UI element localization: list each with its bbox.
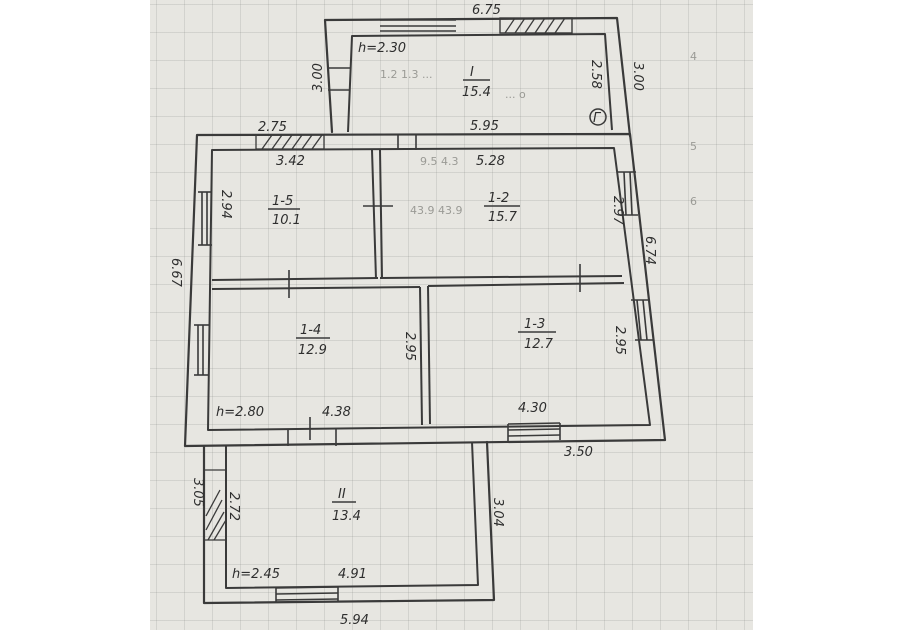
room-i-label: I 15.4 h=2.30 xyxy=(358,41,491,100)
room-1-2-area: 15.7 xyxy=(488,210,518,225)
room-ii-height: h=2.45 xyxy=(232,567,280,582)
dim-bottom-right: 3.50 xyxy=(564,445,593,460)
svg-text:9.5 4.3: 9.5 4.3 xyxy=(420,155,458,168)
window-left-lower xyxy=(194,324,209,376)
dim-room-1-5-height: 2.94 xyxy=(218,190,233,219)
room-1-3-area: 12.7 xyxy=(524,337,554,352)
dim-room-1-2-width: 5.28 xyxy=(476,154,505,169)
dim-annex-bottom-left: 2.75 xyxy=(258,120,287,135)
room-1-5-label: 1-5 10.1 xyxy=(268,194,301,228)
dim-porch-outer-bottom: 5.94 xyxy=(340,613,369,628)
window-bottom-left xyxy=(287,429,337,446)
dim-room-1-3-height: 2.95 xyxy=(612,326,627,355)
faint-background-notes: 1.2 1.3 ... ... о 9.5 4.3 43.9 43.9 4 5 … xyxy=(380,50,697,217)
room-1-4-label: 1-4 12.9 h=2.80 xyxy=(216,323,330,420)
room-1-3-id: 1-3 xyxy=(524,317,545,332)
room-1-2-label: 1-2 15.7 xyxy=(484,191,520,225)
main-house-walls xyxy=(183,132,667,448)
window-bottom-right xyxy=(507,422,561,441)
annex-room-i: Г xyxy=(323,16,632,138)
svg-text:5: 5 xyxy=(690,140,697,153)
dim-room-1-4-height: 2.95 xyxy=(402,332,417,361)
graph-paper-sheet xyxy=(150,0,753,630)
svg-text:... о: ... о xyxy=(505,88,526,101)
room-1-3-label: 1-3 12.7 xyxy=(518,317,556,352)
room-ii-id: II xyxy=(338,487,346,502)
window-right-upper xyxy=(618,171,638,216)
svg-text:6: 6 xyxy=(690,195,697,208)
room-1-2-id: 1-2 xyxy=(488,191,509,206)
dim-left-outer: 6.67 xyxy=(168,258,183,288)
dim-top-outer: 6.75 xyxy=(472,3,501,18)
dim-annex-bottom-right: 5.95 xyxy=(470,119,499,134)
window-left-upper xyxy=(198,191,212,246)
dim-porch-right: 3.04 xyxy=(490,498,505,527)
room-1-4-height: h=2.80 xyxy=(216,405,264,420)
dim-right-outer: 6.74 xyxy=(642,236,657,265)
window-annex-left xyxy=(328,67,350,91)
room-ii-area: 13.4 xyxy=(332,509,361,524)
porch-room-ii xyxy=(202,440,496,605)
dim-annex-left: 3.00 xyxy=(311,63,326,92)
room-1-4-area: 12.9 xyxy=(298,343,327,358)
room-i-height: h=2.30 xyxy=(358,41,406,56)
dimension-labels: 6.75 3.00 2.58 3.00 2.75 5.95 3.42 5.28 … xyxy=(168,3,657,628)
dim-annex-right-inner: 2.58 xyxy=(588,60,603,89)
window-annex-top-left xyxy=(380,19,456,32)
room-ii-label: II 13.4 h=2.45 xyxy=(232,487,361,582)
dim-room-1-2-height: 2.97 xyxy=(610,196,625,226)
window-right-lower xyxy=(631,299,654,341)
dim-room-1-4-width: 4.38 xyxy=(322,405,351,420)
window-porch-bottom xyxy=(275,586,339,602)
marker-circle: Г xyxy=(589,108,607,126)
svg-text:4: 4 xyxy=(690,50,697,63)
window-annex-top-right xyxy=(499,17,573,34)
room-i-id: I xyxy=(470,65,474,80)
room-1-4-id: 1-4 xyxy=(300,323,321,338)
room-i-area: 15.4 xyxy=(462,85,491,100)
dim-porch-inner-left: 2.72 xyxy=(226,492,241,521)
dim-porch-inner-bottom: 4.91 xyxy=(338,567,367,582)
marker-letter: Г xyxy=(593,111,602,126)
svg-text:43.9 43.9: 43.9 43.9 xyxy=(410,204,462,217)
room-1-5-area: 10.1 xyxy=(272,213,301,228)
svg-text:1.2 1.3 ...: 1.2 1.3 ... xyxy=(380,68,432,81)
dim-porch-outer-left: 3.05 xyxy=(190,478,205,507)
dim-room-1-3-width: 4.30 xyxy=(518,401,547,416)
dim-room-1-5-width: 3.42 xyxy=(276,154,305,169)
dim-annex-right-outer: 3.00 xyxy=(630,62,645,91)
room-1-5-id: 1-5 xyxy=(272,194,293,209)
